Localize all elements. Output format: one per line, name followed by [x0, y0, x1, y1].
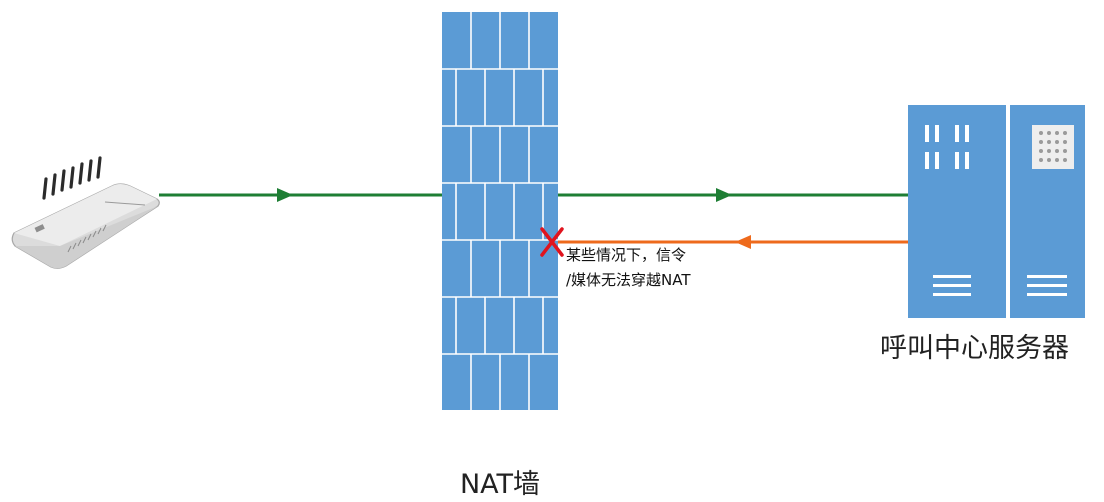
blocked-traffic-note: 某些情况下，信令 /媒体无法穿越NAT — [566, 243, 691, 293]
note-line-2: /媒体无法穿越NAT — [566, 271, 691, 289]
nat-wall-label: NAT墙 — [459, 469, 541, 500]
server-icon — [908, 105, 1085, 318]
signal-arrow-right — [558, 188, 908, 202]
return-arrow-blocked — [558, 235, 908, 249]
x-mark-icon — [540, 227, 564, 257]
signal-arrow-left — [159, 188, 442, 202]
device-antennas — [42, 156, 102, 200]
gateway-device-icon — [11, 156, 160, 269]
note-line-1: 某些情况下，信令 — [566, 246, 687, 264]
firewall-wall-icon — [442, 12, 558, 410]
server-label: 呼叫中心服务器 — [880, 333, 1069, 364]
